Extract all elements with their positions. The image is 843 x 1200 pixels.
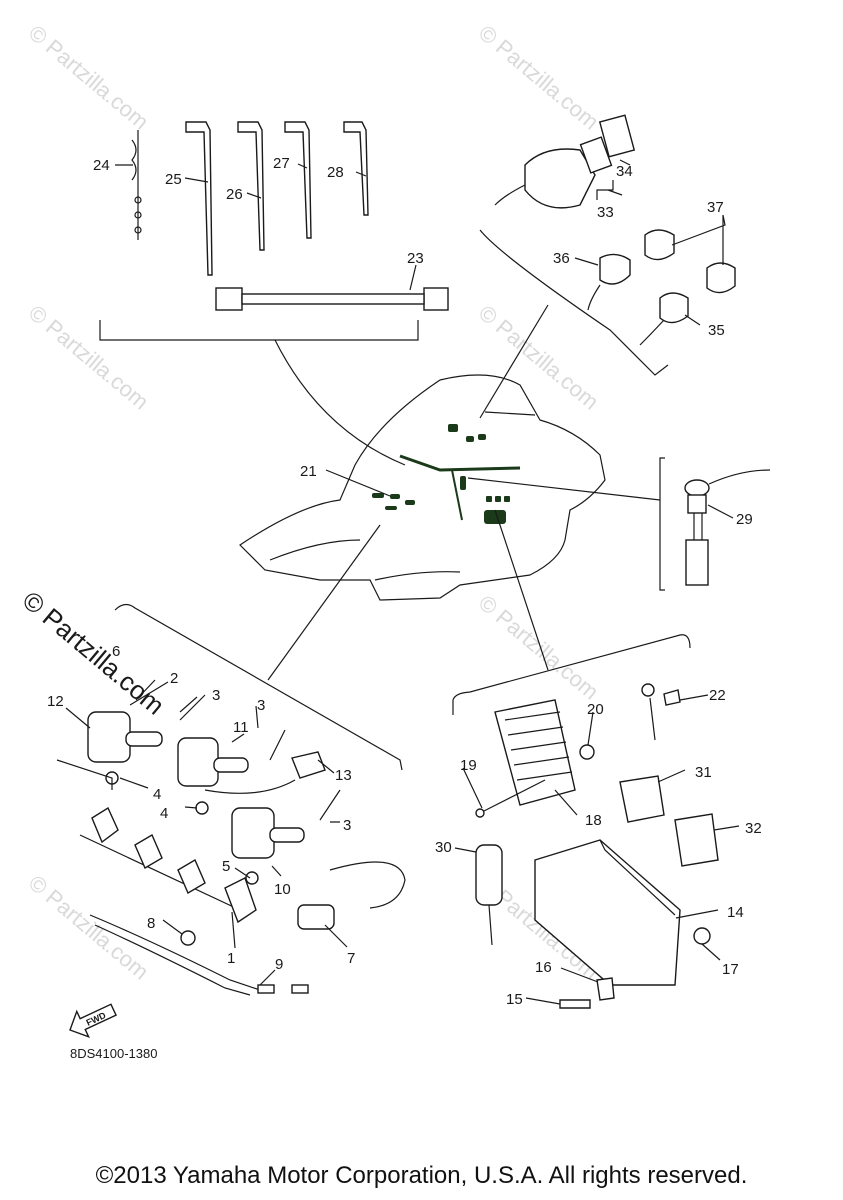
copyright-notice: ©2013 Yamaha Motor Corporation, U.S.A. A…: [95, 1162, 748, 1189]
callout-30: 30: [435, 839, 452, 856]
callout-28: 28: [327, 164, 344, 181]
main-switch-group: [479, 114, 736, 419]
callout-16: 16: [535, 959, 552, 976]
callout-25: 25: [165, 171, 182, 188]
tie-bands-group: [99, 121, 449, 466]
callout-12: 12: [47, 693, 64, 710]
callout-31: 31: [695, 764, 712, 781]
callout-17: 17: [722, 961, 739, 978]
callout-32: 32: [745, 820, 762, 837]
callout-9: 9: [275, 956, 283, 973]
callout-20: 20: [587, 701, 604, 718]
callout-6: 6: [112, 643, 120, 660]
callout-8: 8: [147, 915, 155, 932]
callout-19: 19: [460, 757, 477, 774]
callout-4b: 4: [160, 805, 168, 822]
callout-3a: 3: [212, 687, 220, 704]
callout-4a: 4: [153, 786, 161, 803]
callout-34: 34: [616, 163, 633, 180]
callout-7: 7: [347, 950, 355, 967]
callout-24: 24: [93, 157, 110, 174]
callout-26: 26: [226, 186, 243, 203]
leader-lines: [56, 159, 740, 1005]
callout-29: 29: [736, 511, 753, 528]
snowmobile-outline: [239, 374, 661, 601]
callout-3c: 3: [343, 817, 351, 834]
callout-13: 13: [335, 767, 352, 784]
callout-33: 33: [597, 204, 614, 221]
callout-27: 27: [273, 155, 290, 172]
electrical-box-group: [452, 509, 719, 1009]
callout-36: 36: [553, 250, 570, 267]
callout-15: 15: [506, 991, 523, 1008]
callout-18: 18: [585, 812, 602, 829]
callout-5: 5: [222, 858, 230, 875]
ignition-coil-group: [79, 524, 406, 996]
callout-37: 37: [707, 199, 724, 216]
callout-14: 14: [727, 904, 744, 921]
callout-10: 10: [274, 881, 291, 898]
callout-2: 2: [170, 670, 178, 687]
callout-35: 35: [708, 322, 725, 339]
callout-labels: 24 25 26 27 28 23 34 33 37 36 35 21 29 6…: [47, 155, 762, 1008]
callout-11: 11: [233, 719, 249, 736]
fwd-arrow-icon: FWD: [69, 1003, 117, 1039]
connector-29: [659, 457, 771, 591]
callout-22: 22: [709, 687, 726, 704]
diagram-code: 8DS4100-1380: [70, 1046, 158, 1061]
callout-21: 21: [300, 463, 317, 480]
callout-23: 23: [407, 250, 424, 267]
callout-1: 1: [227, 950, 235, 967]
callout-3b: 3: [257, 697, 265, 714]
